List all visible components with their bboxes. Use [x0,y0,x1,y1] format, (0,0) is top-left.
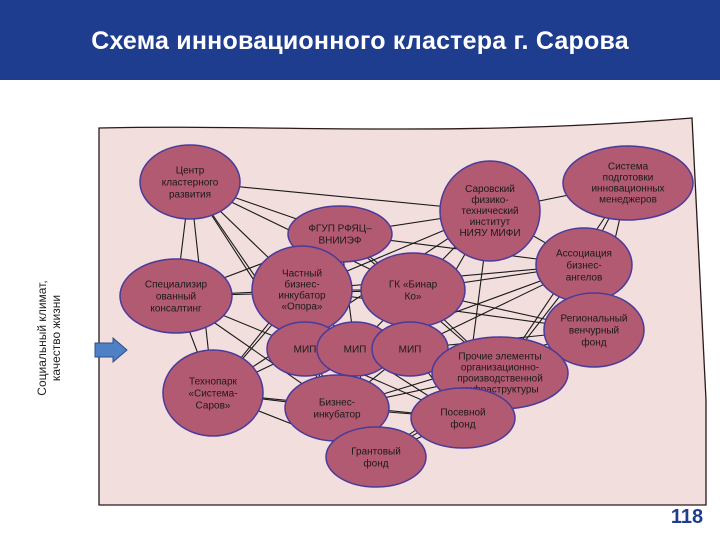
node-label-line: менеджеров [599,195,657,206]
node-label-line: инновационных [591,184,664,195]
node-label-line: инкубатор [278,290,326,302]
node-label-line: НИЯУ МИФИ [459,228,520,239]
node-label-line: МИП [344,345,367,356]
node-label-line: производственной [457,374,543,385]
arrow-right-icon [94,337,128,363]
side-label-line-2: качество жизни [49,294,63,382]
node-label-line: технический [461,206,518,217]
node-label-line: физико- [471,194,508,206]
node-label-line: Система [608,162,649,173]
node-label-line: Центр [176,166,205,177]
node-label-line: Специализир [145,280,208,291]
side-label-line-1: Социальный климат, [35,280,49,396]
node-sarfti: Саровскийфизико-техническийинститутНИЯУ … [439,160,541,262]
node-technopark: Технопарк«Система-Саров» [162,349,264,437]
node-label-line: консалтинг [150,304,202,315]
node-label-line: развития [169,190,211,201]
node-label-line: Саров» [196,401,231,412]
node-label-line: институт [470,217,511,228]
node-label-line: бизнес- [284,279,319,291]
node-ellipse [162,349,264,437]
node-label-line: Бизнес- [319,398,355,409]
node-label-line: фонд [363,458,388,470]
node-label-line: Ко» [405,292,422,303]
side-label: Социальный климат, качество жизни [4,265,94,411]
node-ellipse [439,160,541,262]
connection-line [212,210,491,394]
node-label-line: Саровский [465,184,515,195]
node-label-line: кластерного [162,178,219,189]
node-label-line: подготовки [603,173,654,184]
node-ellipse [562,145,694,221]
node-label-line: венчурный [569,326,619,337]
node-label-line: организационно- [461,363,539,374]
node-label-line: ФГУП РФЯЦ– [308,224,372,235]
node-label-line: Ассоциация [556,249,612,260]
node-incubator: Бизнес-инкубатор [284,374,390,442]
node-ellipse [543,292,645,368]
node-label-line: Посевной [440,408,485,419]
node-label-line: Грантовый [351,447,401,458]
node-label-line: Частный [282,269,322,280]
page-number: 118 [670,506,704,528]
node-label-line: ангелов [566,273,603,284]
node-label-line: ВНИИЭФ [318,236,361,247]
node-ellipse [119,258,233,334]
node-label-line: «Система- [188,389,237,400]
node-ellipse [139,144,241,220]
node-label-line: «Опора» [281,302,322,313]
node-label-line: МИП [294,345,317,356]
node-label-line: фонд [450,419,475,431]
node-ellipse [410,387,516,449]
node-label-line: Региональный [560,314,627,325]
node-label-line: МИП [399,345,422,356]
node-label-line: Технопарк [189,377,238,388]
page-title: Схема инновационного кластера г. Сарова [91,27,629,55]
node-ellipse [325,426,427,488]
title-banner [0,0,720,80]
node-label-line: бизнес- [566,260,601,272]
node-label-line: ГК «Бинар [389,280,438,291]
node-label-line: инкубатор [313,409,361,421]
node-label-line: Прочие элементы [458,352,541,363]
node-label-line: фонд [581,337,606,349]
node-label-line: ованный [156,292,196,303]
